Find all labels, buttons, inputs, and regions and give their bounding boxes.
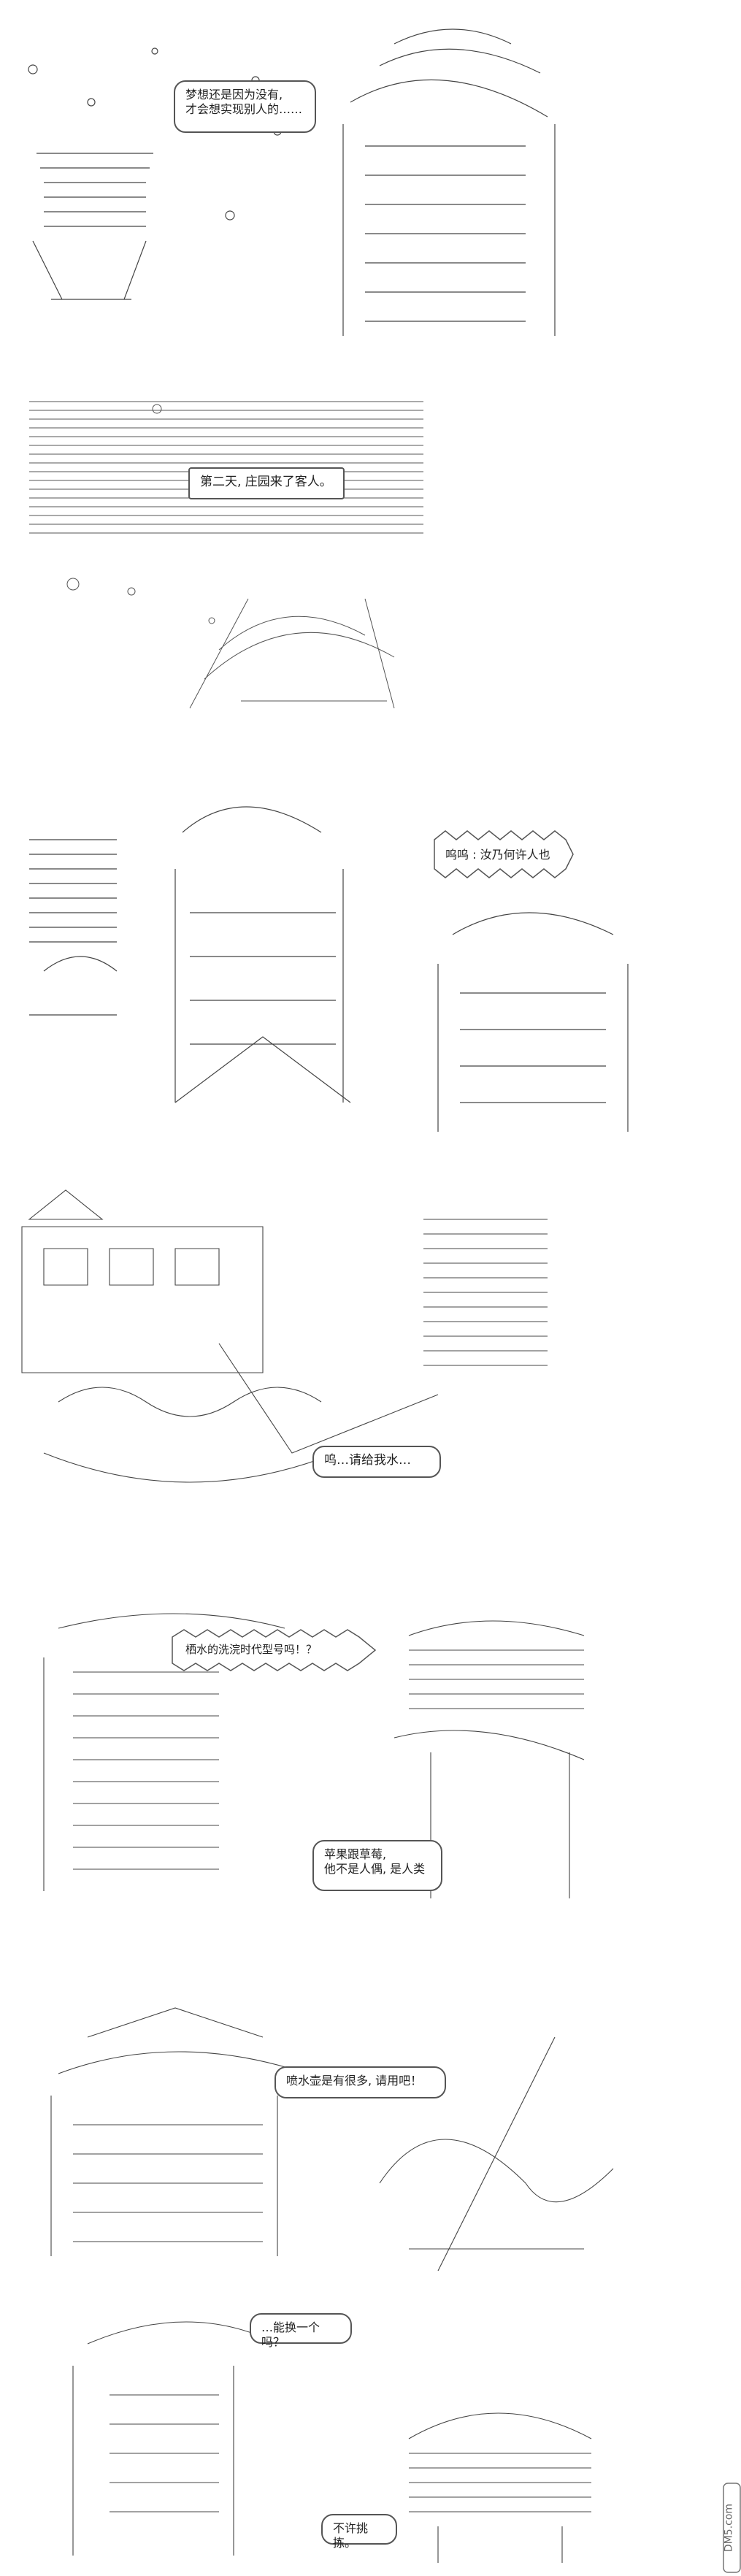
ascii-art-scene-7 [72,2321,592,2563]
ascii-art-scene-3 [29,806,629,1132]
ascii-art-scene-2 [29,401,423,709]
ascii-art-scene-6 [50,2007,614,2272]
speech-bubble: …能换一个吗？ [250,2313,352,2349]
panel-5: 栖水的洗浣时代型号吗！？ 苹果跟草莓, 他不是人偶, 是人类 [0,1570,741,1993]
panel-6: 喷水壶是有很多, 请用吧！ [0,1993,741,2285]
shout-bubble: 呜呜 : 汝乃何许人也 [431,825,577,883]
panel-2: 第二天, 庄园来了客人。 [0,358,741,752]
speech-bubble: 喷水壶是有很多, 请用吧！ [274,2066,446,2098]
speech-bubble: 梦想还是因为没有, 才会想实现别人的…… [174,80,316,133]
panel-4: 呜…请给我水… [0,1161,741,1570]
speech-bubble: 呜…请给我水… [312,1446,441,1478]
ascii-art-scene-1 [28,28,556,336]
speech-bubble: 不许挑拣。 [321,2514,397,2550]
svg-text:DM5.com: DM5.com [723,2504,735,2552]
panel-3: 呜呜 : 汝乃何许人也 [0,752,741,1161]
panel-7: …能换一个吗？ 不许挑拣。 [0,2285,741,2573]
panel-1: 梦想还是因为没有, 才会想实现别人的…… [0,0,741,358]
speech-bubble: 苹果跟草莓, 他不是人偶, 是人类 [312,1840,442,1891]
shout-bubble: 栖水的洗浣时代型号吗！？ [168,1627,380,1674]
narration-box: 第二天, 庄园来了客人。 [188,467,345,499]
dm5-logo: DM5.com [723,2483,741,2573]
ascii-art-scene-4 [21,1189,548,1483]
ascii-art-scene-5 [43,1613,585,1898]
